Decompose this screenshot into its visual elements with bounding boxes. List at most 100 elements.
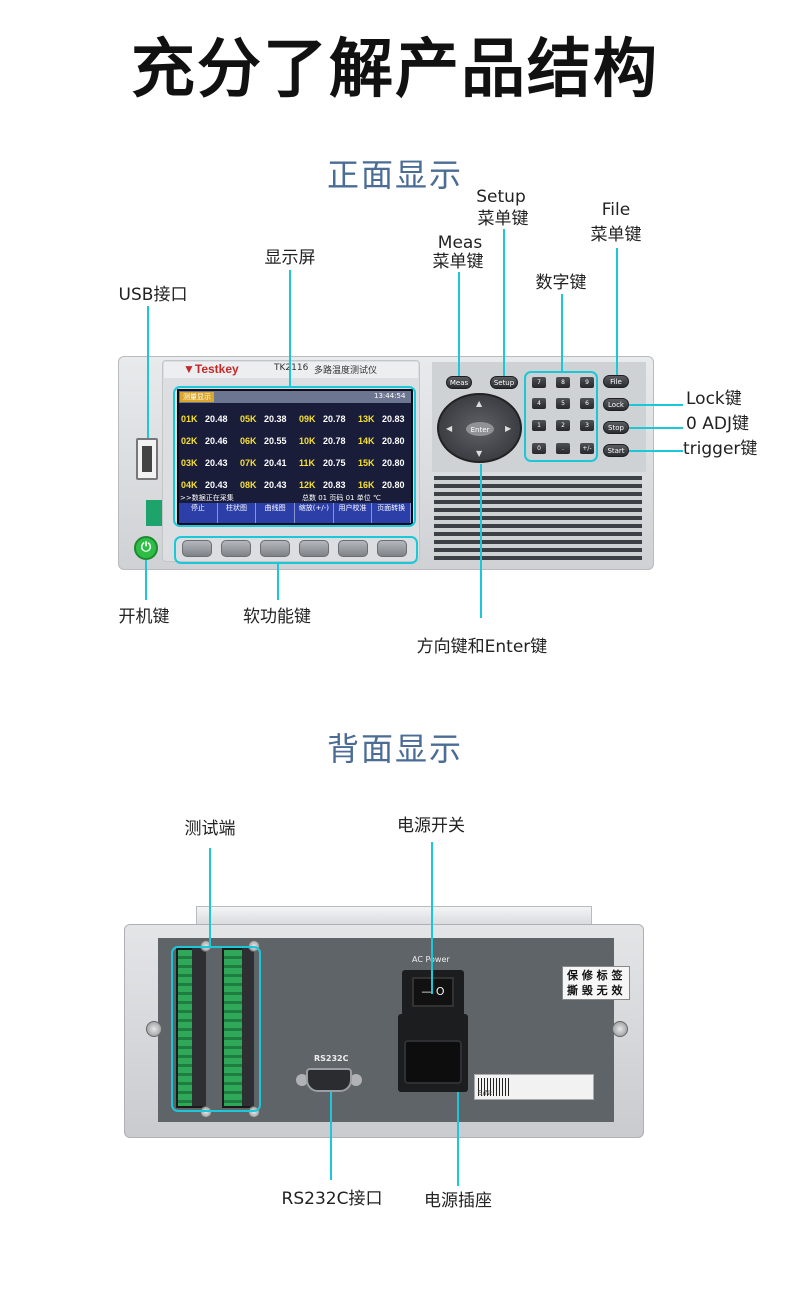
rs232-port-label: RS232C — [314, 1054, 349, 1063]
usb-leader-line — [147, 306, 149, 438]
numeric-key[interactable]: 4 — [532, 398, 546, 409]
channel-value: 20.55 — [264, 436, 287, 446]
arrow-down-icon[interactable]: ▼ — [476, 449, 483, 458]
rs232-screw-left — [296, 1074, 308, 1086]
numeric-key[interactable]: 9 — [580, 377, 594, 388]
arrow-up-icon[interactable]: ▲ — [476, 399, 483, 408]
power-socket-label: 电源插座 — [424, 1191, 492, 1211]
lock-key[interactable]: Lock — [603, 398, 629, 411]
terminal-screw — [200, 1106, 212, 1118]
direction-leader-line — [480, 464, 482, 618]
arrow-left-icon[interactable]: ◀ — [446, 424, 453, 433]
meas-leader-line — [458, 272, 460, 376]
channel-label: 05K — [240, 414, 257, 424]
enter-key[interactable]: Enter — [465, 421, 495, 437]
channel-label: 14K — [358, 436, 375, 446]
rs232-port[interactable] — [306, 1068, 352, 1092]
arrow-right-icon[interactable]: ▶ — [505, 424, 512, 433]
status-info: 总数 01 页码 01 单位 ℃ — [302, 494, 381, 502]
rear-section-title: 背面显示 — [326, 730, 463, 768]
numeric-key[interactable]: +/- — [580, 443, 594, 454]
display-label: 显示屏 — [264, 248, 316, 268]
lock-leader-line — [629, 404, 683, 406]
channel-value: 20.48 — [205, 414, 228, 424]
soft-key-1[interactable] — [182, 540, 212, 557]
channel-value: 20.83 — [382, 414, 405, 424]
screen-top-bar — [179, 391, 411, 403]
rear-top-edge — [196, 906, 592, 926]
warranty-sticker: 保 修 标 签 撕 毁 无 效 — [562, 966, 630, 1000]
numeric-key[interactable]: 1 — [532, 420, 546, 431]
channel-value: 20.78 — [323, 436, 346, 446]
setup-key[interactable]: Setup — [490, 376, 518, 389]
numeric-key[interactable]: 0 — [532, 443, 546, 454]
channel-label: 04K — [181, 480, 198, 490]
soft-key-2[interactable] — [221, 540, 251, 557]
front-header-strip — [164, 362, 418, 378]
page-title: 充分了解产品结构 — [131, 33, 659, 107]
serial-number-label: S/N: — [478, 1089, 493, 1097]
channel-label: 06K — [240, 436, 257, 446]
setup-leader-line — [503, 229, 505, 376]
screen-softkey-label: 柱状图 — [218, 503, 257, 523]
terminal-gap-2 — [242, 948, 254, 1106]
usb-label: USB接口 — [118, 285, 188, 305]
screen-softkey-label: 停止 — [179, 503, 218, 523]
barcode-icon — [478, 1078, 510, 1096]
file-label-1: File — [601, 200, 631, 220]
channel-label: 16K — [358, 480, 375, 490]
channel-value: 20.46 — [205, 436, 228, 446]
channel-value: 20.41 — [264, 458, 287, 468]
zero-adj-leader-line — [629, 427, 683, 429]
soft-key-3[interactable] — [260, 540, 290, 557]
numeric-key[interactable]: 3 — [580, 420, 594, 431]
channel-label: 07K — [240, 458, 257, 468]
file-key[interactable]: File — [603, 375, 629, 388]
screen-softkey-label: 缩放(+/-) — [295, 503, 334, 523]
ac-power-label: AC Power — [412, 955, 450, 964]
stop-key[interactable]: Stop — [603, 421, 629, 434]
soft-key-4[interactable] — [299, 540, 329, 557]
setup-label-1: Setup — [476, 187, 526, 207]
numeric-leader-line — [561, 294, 563, 371]
setup-label-2: 菜单键 — [477, 209, 529, 229]
numeric-key[interactable]: 8 — [556, 377, 570, 388]
terminal-highlight — [171, 946, 261, 1112]
trigger-label: trigger键 — [683, 439, 758, 459]
display-screen — [177, 389, 413, 525]
file-label-2: 菜单键 — [590, 225, 642, 245]
channel-value: 20.80 — [382, 436, 405, 446]
soft-key-5[interactable] — [338, 540, 368, 557]
softkey-highlight — [174, 536, 418, 564]
power-icon[interactable]: ⏻ — [134, 536, 158, 560]
numeric-key[interactable]: 2 — [556, 420, 570, 431]
channel-label: 11K — [299, 458, 316, 468]
socket-leader-line — [457, 1092, 459, 1186]
screen-time: 13:44:54 — [374, 392, 406, 400]
rs232-label: RS232C接口 — [281, 1189, 383, 1209]
channel-label: 08K — [240, 480, 257, 490]
soft-key-6[interactable] — [377, 540, 407, 557]
direction-label: 方向键和Enter键 — [416, 637, 548, 657]
screw-right — [612, 1021, 628, 1037]
sticker-line-2: 撕 毁 无 效 — [567, 984, 623, 997]
numeric-key[interactable]: 7 — [532, 377, 546, 388]
direction-pad[interactable] — [437, 393, 522, 463]
channel-value: 20.43 — [205, 480, 228, 490]
numeric-key[interactable]: . — [556, 443, 570, 454]
green-tab — [146, 500, 162, 526]
channel-label: 03K — [181, 458, 198, 468]
numeric-label: 数字键 — [535, 273, 587, 293]
rs232-leader-line — [330, 1092, 332, 1180]
power-socket[interactable] — [404, 1040, 462, 1084]
meas-key[interactable]: Meas — [446, 376, 472, 389]
start-key[interactable]: Start — [603, 444, 629, 457]
channel-label: 12K — [299, 480, 316, 490]
numeric-key[interactable]: 6 — [580, 398, 594, 409]
sticker-line-1: 保 修 标 签 — [567, 969, 623, 982]
lock-label: Lock键 — [686, 389, 742, 409]
numeric-key[interactable]: 5 — [556, 398, 570, 409]
power-switch[interactable]: — O — [412, 977, 454, 1007]
power-label: 开机键 — [118, 607, 170, 627]
screw-left — [146, 1021, 162, 1037]
